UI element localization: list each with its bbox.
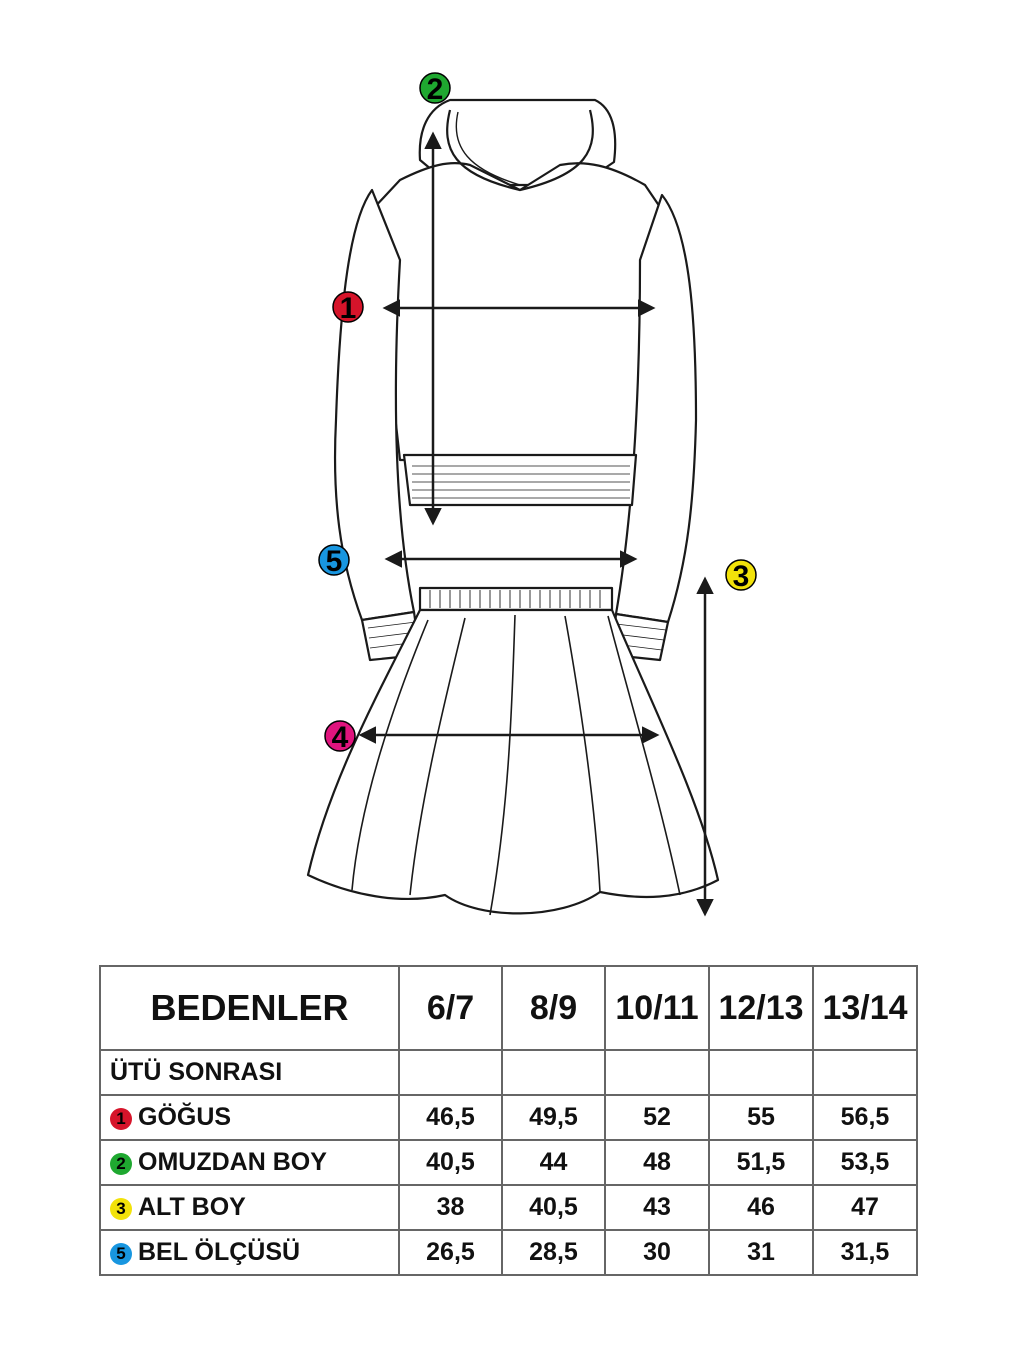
value-cell: 48 (604, 1139, 710, 1186)
value-cell: 40,5 (501, 1184, 606, 1231)
garment-diagram: 1 2 3 4 5 (306, 72, 757, 917)
table-header-row: BEDENLER 6/7 8/9 10/11 12/13 13/14 (99, 965, 918, 1051)
value-cell: 43 (604, 1184, 710, 1231)
row-label-text: OMUZDAN BOY (138, 1148, 327, 1176)
row-label: 1 GÖĞUS (99, 1094, 400, 1141)
value-cell: 31,5 (812, 1229, 918, 1276)
marker-4-label: 4 (332, 721, 349, 754)
marker-1: 1 (332, 291, 364, 325)
row-label-text: BEL ÖLÇÜSÜ (138, 1238, 301, 1266)
value-cell: 40,5 (398, 1139, 503, 1186)
empty-cell (501, 1049, 606, 1096)
skirt-waist-ribs (429, 590, 601, 608)
empty-cell (708, 1049, 814, 1096)
value-cell: 44 (501, 1139, 606, 1186)
marker-2-label: 2 (427, 73, 444, 106)
value-cell: 26,5 (398, 1229, 503, 1276)
empty-cell (398, 1049, 503, 1096)
value-cell: 47 (812, 1184, 918, 1231)
marker-5: 5 (318, 544, 350, 578)
marker-badge: 2 (110, 1153, 132, 1175)
row-label-text: ALT BOY (138, 1193, 246, 1221)
table-row: 5 BEL ÖLÇÜSÜ 26,5 28,5 30 31 31,5 (99, 1229, 918, 1276)
row-label: 5 BEL ÖLÇÜSÜ (99, 1229, 400, 1276)
row-label-text: GÖĞUS (138, 1103, 232, 1131)
value-cell: 31 (708, 1229, 814, 1276)
table-row: 3 ALT BOY 38 40,5 43 46 47 (99, 1184, 918, 1231)
value-cell: 46 (708, 1184, 814, 1231)
empty-cell (812, 1049, 918, 1096)
marker-badge: 1 (110, 1108, 132, 1130)
row-label: 3 ALT BOY (99, 1184, 400, 1231)
empty-cell (604, 1049, 710, 1096)
value-cell: 56,5 (812, 1094, 918, 1141)
marker-2: 2 (419, 72, 451, 106)
value-cell: 38 (398, 1184, 503, 1231)
note-row: ÜTÜ SONRASI (99, 1049, 918, 1096)
value-cell: 51,5 (708, 1139, 814, 1186)
value-cell: 28,5 (501, 1229, 606, 1276)
size-table: BEDENLER 6/7 8/9 10/11 12/13 13/14 ÜTÜ S… (99, 965, 918, 1276)
size-header: 13/14 (812, 965, 918, 1051)
size-header: 8/9 (501, 965, 606, 1051)
table-row: 2 OMUZDAN BOY 40,5 44 48 51,5 53,5 (99, 1139, 918, 1186)
header-label: BEDENLER (99, 965, 400, 1051)
size-header: 6/7 (398, 965, 503, 1051)
value-cell: 55 (708, 1094, 814, 1141)
value-cell: 46,5 (398, 1094, 503, 1141)
marker-5-label: 5 (326, 545, 343, 578)
marker-1-label: 1 (340, 292, 357, 325)
table-row: 1 GÖĞUS 46,5 49,5 52 55 56,5 (99, 1094, 918, 1141)
size-chart: BEDENLER 6/7 8/9 10/11 12/13 13/14 ÜTÜ S… (99, 965, 918, 1276)
note-label: ÜTÜ SONRASI (99, 1049, 400, 1096)
value-cell: 30 (604, 1229, 710, 1276)
size-header: 12/13 (708, 965, 814, 1051)
marker-4: 4 (324, 720, 356, 754)
value-cell: 53,5 (812, 1139, 918, 1186)
size-header: 10/11 (604, 965, 710, 1051)
marker-3-label: 3 (733, 560, 750, 593)
value-cell: 49,5 (501, 1094, 606, 1141)
value-cell: 52 (604, 1094, 710, 1141)
marker-badge: 3 (110, 1198, 132, 1220)
skirt-drawing (306, 586, 720, 915)
marker-3: 3 (725, 559, 757, 593)
marker-badge: 5 (110, 1243, 132, 1265)
row-label: 2 OMUZDAN BOY (99, 1139, 400, 1186)
skirt-pleats (351, 614, 681, 916)
hoodie-drawing (333, 98, 698, 662)
